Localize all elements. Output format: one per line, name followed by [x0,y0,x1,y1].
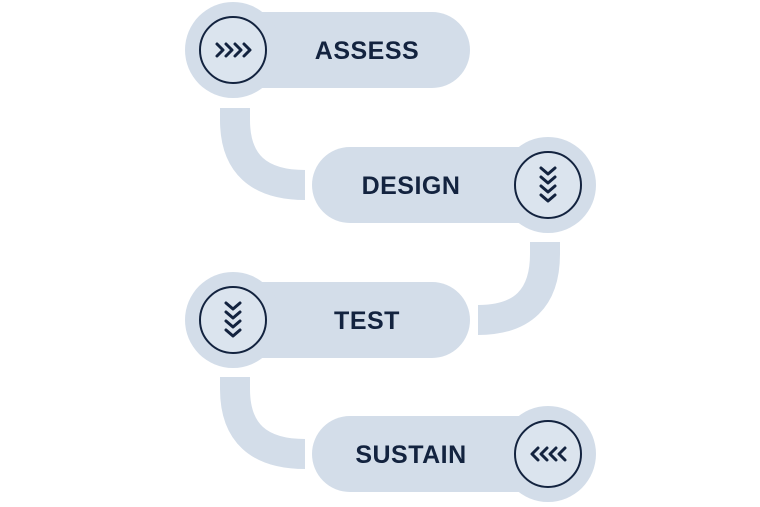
step-label: ASSESS [315,37,419,65]
step-design: DESIGN [312,137,596,233]
chevrons-down-icon [539,166,557,203]
step-test: TEST [185,272,470,368]
step-pill [312,147,567,223]
step-sustain: SUSTAIN [312,406,596,502]
icon-ring [199,286,267,354]
step-label: TEST [334,307,400,335]
step-label: SUSTAIN [355,441,466,469]
icon-ring [514,420,582,488]
connector-design-test [477,242,560,335]
step-assess: ASSESS [185,2,470,98]
connectors [220,108,560,469]
connector-test-sustain [220,377,306,469]
chevrons-left-icon [530,446,567,462]
chevrons-down-icon [224,301,242,338]
step-pill [215,12,470,88]
step-pill [215,282,470,358]
connector-assess-design [220,108,306,200]
step-label: DESIGN [362,172,461,200]
step-pill [312,416,567,492]
icon-ring [514,151,582,219]
chevrons-right-icon [215,42,252,58]
